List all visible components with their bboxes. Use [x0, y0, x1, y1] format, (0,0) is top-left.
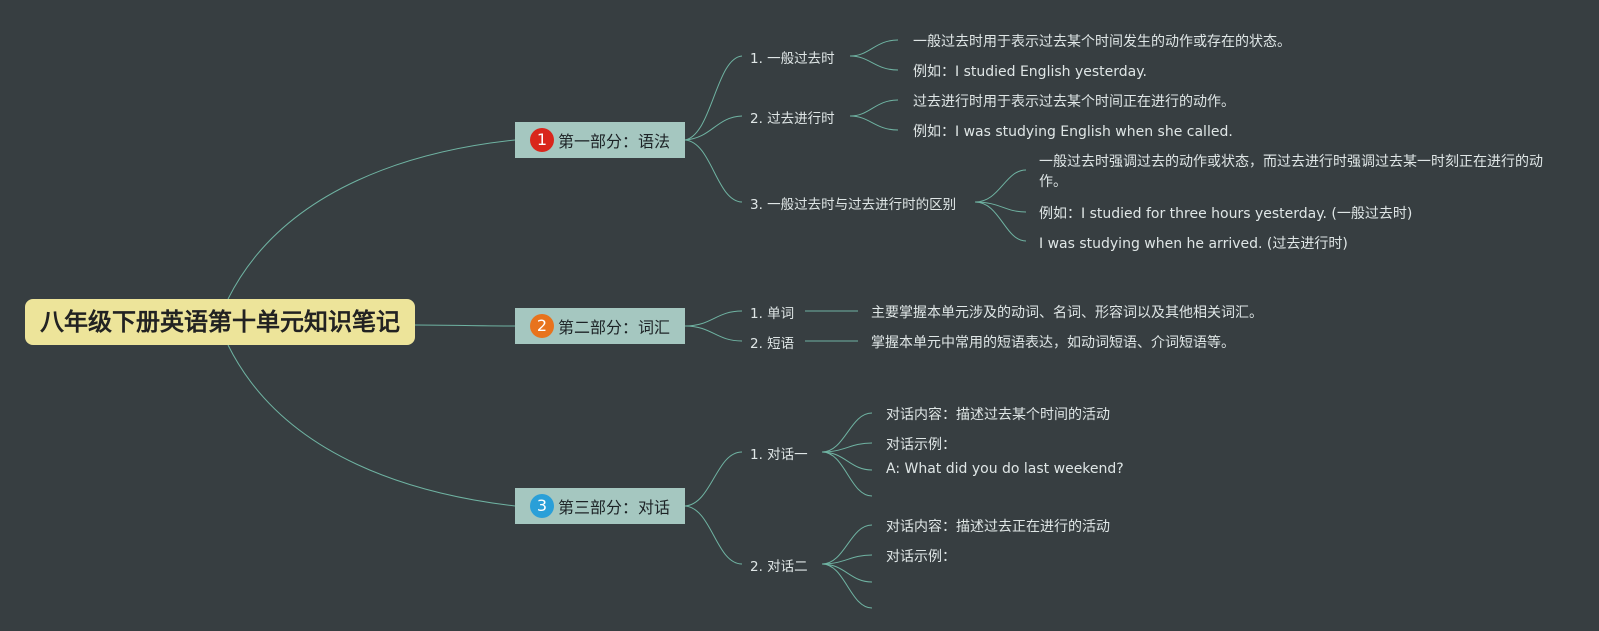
connector-t12-n1 [849, 99, 899, 117]
note-tense-difference-example-1: 例如：I studied for three hours yesterday. … [1039, 206, 1413, 222]
note-tense-difference-example-2: I was studying when he arrived. (过去进行时) [1039, 236, 1348, 252]
root-node[interactable]: 八年级下册英语第十单元知识笔记 [25, 299, 415, 345]
connector-b2-t1 [684, 310, 743, 327]
topic-words[interactable]: 1. 单词 [750, 306, 795, 322]
connector-t13-n3 [974, 201, 1027, 242]
root-title: 八年级下册英语第十单元知识笔记 [40, 308, 400, 336]
branch-label: 第一部分：语法 [557, 132, 670, 151]
connector-t31-n2 [821, 442, 873, 453]
note-words: 主要掌握本单元涉及的动词、名词、形容词以及其他相关词汇。 [871, 305, 1263, 321]
note-tense-difference-explanation: 一般过去时强调过去的动作或状态，而过去进行时强调过去某一时刻正在进行的动作。 [1039, 154, 1543, 190]
connector-root-branch-1 [227, 139, 516, 300]
connector-root-branch-3 [227, 344, 516, 507]
connector-t12-n2 [849, 115, 899, 131]
connector-b1-t3 [684, 139, 743, 203]
connector-root-branch-2 [414, 324, 516, 327]
branch-node-dialogue[interactable]: 3 第三部分：对话 [515, 488, 685, 524]
note-dialogue-one-example-label: 对话示例： [886, 437, 956, 453]
connector-t32-n2 [821, 554, 873, 565]
connector-t31-n4 [821, 451, 873, 497]
note-past-continuous-example: 例如：I was studying English when she calle… [913, 124, 1233, 140]
badge-number-3: 3 [529, 494, 554, 518]
branch-node-vocabulary[interactable]: 2 第二部分：词汇 [515, 308, 685, 344]
connector-t11-n2 [849, 55, 899, 71]
branch-label: 第三部分：对话 [557, 498, 670, 517]
branch-label: 第二部分：词汇 [557, 318, 670, 337]
note-dialogue-one-example-line: A: What did you do last weekend? [886, 461, 1124, 477]
note-simple-past-example: 例如：I studied English yesterday. [913, 64, 1147, 80]
topic-phrases[interactable]: 2. 短语 [750, 336, 795, 352]
topic-past-continuous[interactable]: 2. 过去进行时 [750, 111, 835, 127]
note-dialogue-one-content: 对话内容：描述过去某个时间的活动 [886, 407, 1110, 423]
topic-tense-difference[interactable]: 3. 一般过去时与过去进行时的区别 [750, 197, 957, 213]
connector-b1-t2 [684, 115, 743, 141]
note-simple-past-definition: 一般过去时用于表示过去某个时间发生的动作或存在的状态。 [913, 34, 1291, 50]
topic-dialogue-one[interactable]: 1. 对话一 [750, 447, 808, 463]
connector-b2-t2 [684, 325, 743, 342]
note-dialogue-two-content: 对话内容：描述过去正在进行的活动 [886, 519, 1110, 535]
connector-b3-t1 [684, 451, 743, 507]
badge-number-2: 2 [529, 314, 554, 338]
branch-node-grammar[interactable]: 1 第一部分：语法 [515, 122, 685, 158]
connector-t31-n3 [821, 451, 873, 471]
topic-simple-past[interactable]: 1. 一般过去时 [750, 51, 835, 67]
connector-t32-n3 [821, 563, 873, 583]
connector-b3-t2 [684, 505, 743, 565]
connector-t13-n1 [974, 169, 1027, 203]
note-phrases: 掌握本单元中常用的短语表达，如动词短语、介词短语等。 [871, 335, 1235, 351]
connector-t11-n1 [849, 39, 899, 57]
connector-t32-n1 [821, 524, 873, 565]
connector-b1-t1 [684, 55, 743, 141]
note-dialogue-two-example-label: 对话示例： [886, 549, 956, 565]
topic-dialogue-two[interactable]: 2. 对话二 [750, 559, 808, 575]
badge-number-1: 1 [529, 128, 554, 152]
note-past-continuous-definition: 过去进行时用于表示过去某个时间正在进行的动作。 [913, 94, 1235, 110]
connector-t31-n1 [821, 412, 873, 453]
connector-t32-n4 [821, 563, 873, 609]
